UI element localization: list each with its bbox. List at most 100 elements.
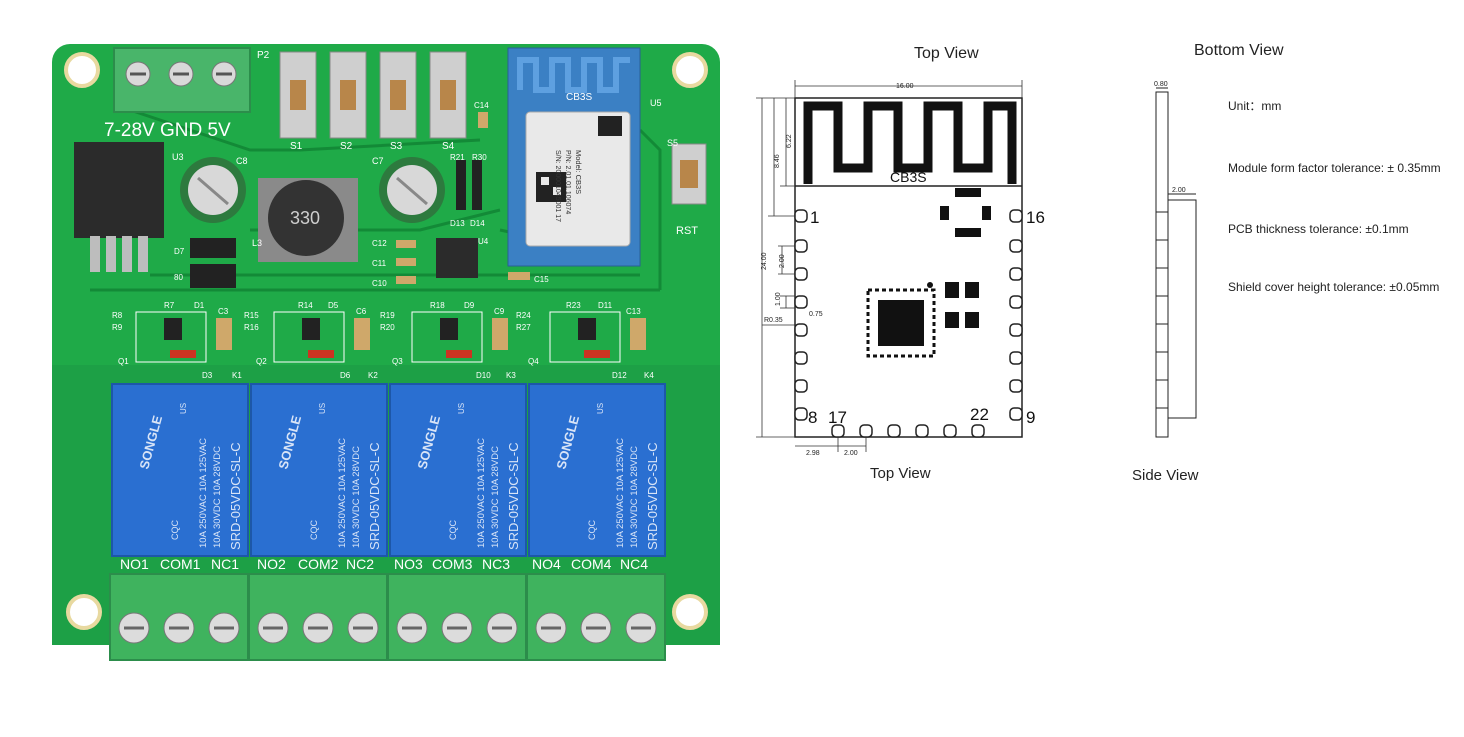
dim-height: 24.00 — [761, 252, 768, 270]
mounting-holes — [64, 52, 708, 630]
term-no2: NO2 — [257, 556, 286, 572]
power-label: 7-28V GND 5V — [104, 120, 231, 141]
module-label: CB3S — [890, 169, 927, 185]
relay-4: SONGLE 10A 250VAC 10A 125VAC 10A 30VDC 1… — [528, 383, 666, 557]
ch4-r-b: R24 — [516, 311, 531, 320]
res-r21-label: R21 — [450, 153, 465, 162]
power-terminal-block — [113, 47, 251, 113]
ch3-led: D10 — [476, 371, 491, 380]
reset-button-part — [671, 143, 707, 205]
ch1-r-a: R7 — [164, 301, 175, 310]
ch3-r-c: R20 — [380, 323, 395, 332]
cap-c10-label: C10 — [372, 279, 387, 288]
note-form-factor: Module form factor tolerance: ± 0.35mm — [1228, 161, 1441, 175]
relay-3-ul: US — [457, 403, 466, 414]
relay-1-model: SRD-05VDC-SL-C — [228, 442, 243, 550]
ch1-relay-ref: K1 — [232, 371, 242, 380]
term-no4: NO4 — [532, 556, 561, 572]
note-shield-height: Shield cover height tolerance: ±0.05mm — [1228, 280, 1439, 294]
relay-4-model: SRD-05VDC-SL-C — [645, 442, 660, 550]
relay-3: SONGLE 10A 250VAC 10A 125VAC 10A 30VDC 1… — [389, 383, 527, 557]
relay-4-rating-1: 10A 250VAC 10A 125VAC — [615, 438, 626, 548]
module-pn-text: P/N: 2.01.01.106074 — [564, 150, 571, 214]
term-no1: NO1 — [120, 556, 149, 572]
driver-ch1 — [135, 311, 232, 363]
dim-antenna-total: 8.46 — [774, 154, 781, 168]
ch2-r-a: R14 — [298, 301, 313, 310]
term-com2: COM2 — [298, 556, 339, 572]
relay-1-cert: CQC — [170, 520, 180, 541]
cap-c8-label: C8 — [236, 156, 248, 166]
relay-4-rating-2: 10A 30VDC 10A 28VDC — [629, 446, 640, 548]
module-ref-label: U5 — [650, 98, 662, 108]
inductor-value: 330 — [290, 208, 320, 228]
relay-2-rating-1: 10A 250VAC 10A 125VAC — [337, 438, 348, 548]
driver-ch3 — [411, 311, 508, 363]
term-nc3: NC3 — [482, 556, 510, 572]
channel-drivers — [135, 311, 646, 363]
ch3-r-b: R19 — [380, 311, 395, 320]
ch1-r-b: R8 — [112, 311, 123, 320]
ch2-relay-ref: K2 — [368, 371, 378, 380]
button-label-s1: S1 — [290, 141, 303, 152]
module-outline — [794, 97, 1023, 438]
ic-u4-label: U4 — [478, 237, 489, 246]
ch1-diode: D1 — [194, 301, 205, 310]
relay-1-rating-1: 10A 250VAC 10A 125VAC — [198, 438, 209, 548]
top-view-caption: Top View — [870, 465, 931, 482]
ch3-cap: C9 — [494, 307, 505, 316]
relay-2-ul: US — [318, 403, 327, 414]
relay-1: SONGLE 10A 250VAC 10A 125VAC 10A 30VDC 1… — [111, 383, 249, 557]
pin-16-label: 16 — [1026, 208, 1045, 227]
relay-3-rating-2: 10A 30VDC 10A 28VDC — [490, 446, 501, 548]
dim-antenna-h: 6.22 — [786, 134, 793, 148]
bottom-view-title: Bottom View — [1194, 42, 1284, 59]
antenna-trace — [803, 101, 1017, 184]
side-view-caption: Side View — [1132, 467, 1199, 484]
electrolytic-caps — [180, 157, 445, 223]
ch1-r-c: R9 — [112, 323, 123, 332]
drawing-svg: Top View Bottom View CB3S — [756, 42, 1441, 484]
dim-width: 16.00 — [896, 83, 914, 90]
output-terminal-blocks — [109, 573, 666, 661]
relay-board-image: P2 7-28V GND 5V S1 S2 S3 S4 CB3S U5 Mode… — [52, 44, 720, 661]
reset-label: RST — [676, 225, 698, 237]
relay-3-cert: CQC — [448, 520, 458, 541]
cap-c7-label: C7 — [372, 156, 384, 166]
diode-d14-label: D14 — [470, 219, 485, 228]
pin-22-label: 22 — [970, 405, 989, 424]
button-label-s3: S3 — [390, 141, 403, 152]
res-r30-label: R30 — [472, 153, 487, 162]
ch2-q: Q2 — [256, 357, 267, 366]
dim-shield: 2.00 — [1172, 187, 1186, 194]
inductor — [258, 178, 358, 262]
pin-1-label: 1 — [810, 208, 819, 227]
module-sn-text: S/N: 200001045001 17 — [554, 150, 561, 222]
dim-pad-gap: 0.75 — [809, 311, 823, 318]
cap-c15-label: C15 — [534, 275, 549, 284]
cb3s-dimension-drawing: Top View Bottom View CB3S — [740, 0, 1464, 732]
ch3-relay-ref: K3 — [506, 371, 516, 380]
ch4-r-a: R23 — [566, 301, 581, 310]
ch4-diode: D11 — [598, 301, 613, 310]
dim-bottom-offset: 2.98 — [806, 450, 820, 457]
button-label-s2: S2 — [340, 141, 353, 152]
connector-label: P2 — [257, 50, 270, 61]
relay-3-rating-1: 10A 250VAC 10A 125VAC — [476, 438, 487, 548]
ch2-r-b: R15 — [244, 311, 259, 320]
dim-pad-w: 1.00 — [775, 292, 782, 306]
note-pcb-thickness: PCB thickness tolerance: ±0.1mm — [1228, 222, 1409, 236]
dim-thickness: 0.80 — [1154, 81, 1168, 88]
diode-d13-label: D13 — [450, 219, 465, 228]
module-model-text: Model: CB3S — [574, 150, 583, 194]
cap-c14-label: C14 — [474, 101, 489, 110]
dimension-lines — [756, 80, 1023, 452]
ch2-led: D6 — [340, 371, 351, 380]
ch4-relay-ref: K4 — [644, 371, 654, 380]
side-view-drawing — [1155, 87, 1197, 438]
ch4-r-c: R27 — [516, 323, 531, 332]
relay-1-ul: US — [179, 403, 188, 414]
relay-2-model: SRD-05VDC-SL-C — [367, 442, 382, 550]
term-com4: COM4 — [571, 556, 612, 572]
voltage-regulator — [74, 142, 164, 272]
